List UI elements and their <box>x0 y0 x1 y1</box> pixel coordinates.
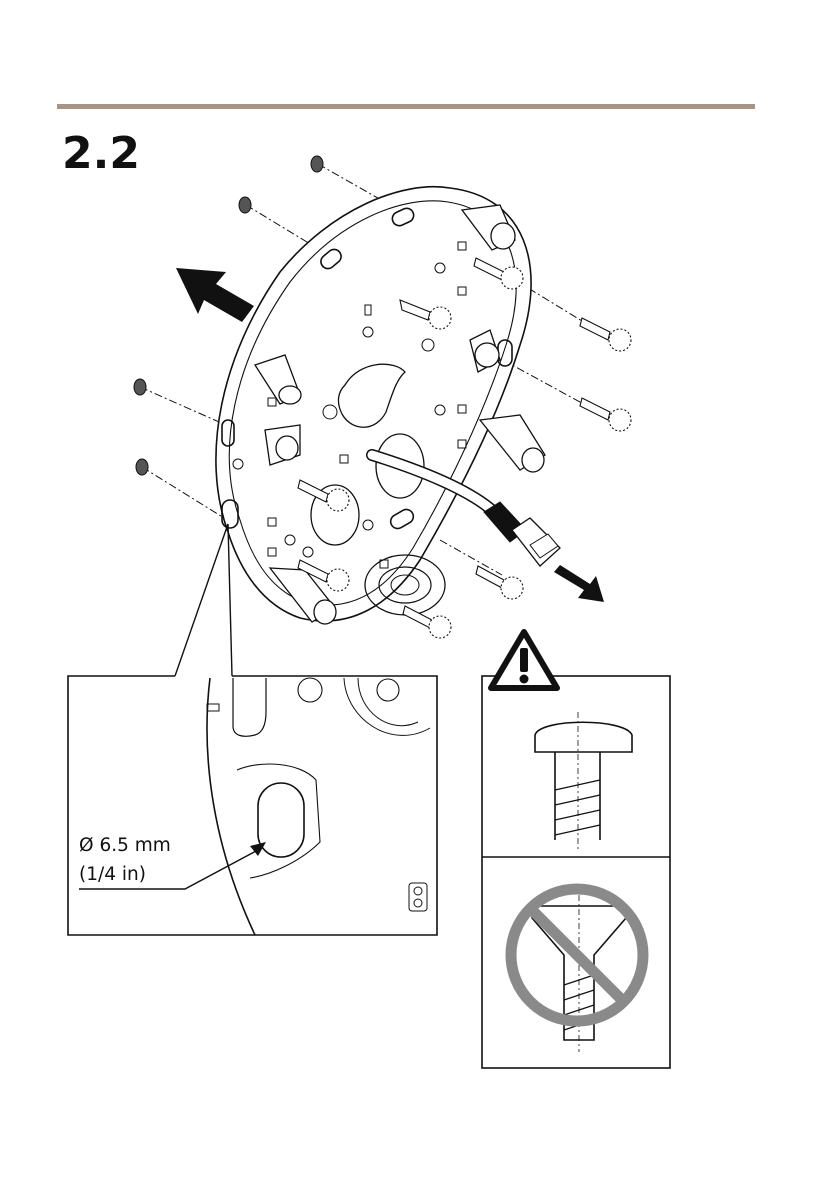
diameter-in-label: (1/4 in) <box>79 866 146 885</box>
screw-icon <box>580 398 631 431</box>
wall-plug-icon <box>134 379 146 395</box>
mounting-plate <box>216 187 545 624</box>
arrow-down-right-icon <box>554 565 604 602</box>
screw-icon <box>476 566 523 599</box>
warning-triangle-icon <box>491 632 557 688</box>
screw-type-panel <box>482 676 670 1068</box>
wall-plug-icon <box>239 197 251 213</box>
detail-box <box>68 676 437 935</box>
diameter-mm-label: Ø 6.5 mm <box>79 837 171 856</box>
wall-plug-icon <box>311 156 323 172</box>
arrow-up-left-icon <box>176 268 254 322</box>
detail-connectors <box>175 524 232 676</box>
screw-icon <box>580 318 631 351</box>
wall-plug-icon <box>136 459 148 475</box>
